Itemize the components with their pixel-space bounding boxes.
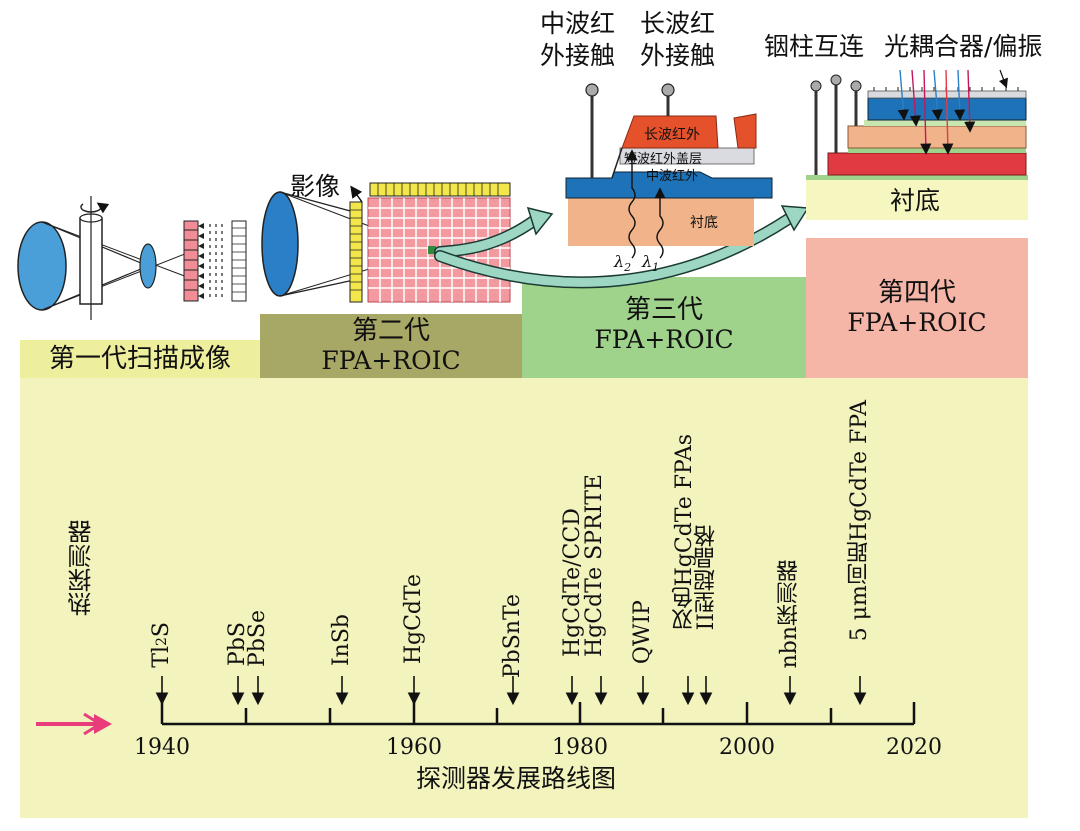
- gen2-image-label: 影像: [290, 172, 341, 201]
- gen1-detector-column: [183, 220, 247, 302]
- gen1-lens-small: [139, 243, 157, 289]
- gen3-lambda2-sub: 2: [624, 261, 632, 275]
- gen1-scanner-illustration: [17, 196, 247, 320]
- event-tl2s-sub: 2: [154, 637, 170, 646]
- year-2020: 2020: [886, 735, 942, 760]
- gen4-red-layer: [827, 152, 1027, 176]
- gen3-lwir-contact-line2: 外接触: [640, 41, 716, 70]
- event-tl2s-after: S: [149, 622, 174, 638]
- gen3-lambda1-sub: 1: [652, 261, 660, 275]
- year-1940: 1940: [134, 735, 190, 760]
- thermal-detector-label: 热探测器: [68, 520, 96, 616]
- event-hgcdte-sprite: HgCdTe SPRITE: [582, 474, 607, 658]
- event-type2-superlattice: II型超晶格: [694, 525, 719, 631]
- gen4-label: 第四代: [877, 278, 956, 308]
- year-1980: 1980: [552, 735, 608, 760]
- gen3-sublabel: FPA+ROIC: [594, 325, 734, 354]
- gen2-band: 第二代 FPA+ROIC: [260, 314, 522, 378]
- gen3-lwir-contact-label: 长波红 外接触: [640, 8, 715, 72]
- gen4-indium-pillars: [810, 74, 862, 175]
- event-nbn: nbn探测器: [777, 560, 802, 669]
- gen3-substrate-label: 衬底: [690, 215, 718, 231]
- gen2-image-arrow: [350, 185, 363, 203]
- gen3-lambda1-symbol: λ: [642, 252, 653, 271]
- gen4-substrate-block: [806, 180, 1028, 220]
- event-hgcdte-ccd-sprite: HgCdTe/CCD HgCdTe SPRITE: [560, 474, 607, 658]
- event-tl2s: Tl2S: [149, 622, 174, 668]
- timeline-event-arrows: [155, 676, 867, 706]
- event-pbsnte: PbSnTe: [500, 594, 525, 679]
- gen4-incoming-rays: [897, 69, 976, 155]
- timeline-title: 探测器发展路线图: [416, 764, 617, 793]
- gen3-substrate: [568, 198, 754, 246]
- gen3-swir-cap-label: 短波红外盖层: [624, 152, 703, 167]
- timeline-axis: [36, 676, 916, 736]
- event-insb: InSb: [329, 614, 354, 667]
- gen3-lwir-contact-line1: 长波红: [640, 9, 716, 38]
- gen1-lens-large: [17, 221, 67, 311]
- gen3-mwir-layer-label: 中波红外: [646, 169, 699, 184]
- gen2-yellow-column: [349, 201, 363, 303]
- timeline-start-arrow: [36, 712, 112, 736]
- year-2000: 2000: [719, 735, 775, 760]
- event-hgcdte: HgCdTe: [401, 574, 426, 665]
- event-5um-pitch: 5 μm间距HgCdTe FPA: [847, 400, 872, 642]
- gen1-label: 第一代扫描成像: [48, 344, 231, 374]
- gen4-substrate-label: 衬底: [890, 186, 941, 215]
- year-1960: 1960: [386, 735, 442, 760]
- event-dualband-t2sl: 双色HgCdTe FPAs II型超晶格: [672, 434, 719, 631]
- gen3-label: 第三代: [624, 295, 703, 325]
- gen3-dualband-illustration: [565, 83, 773, 259]
- gen4-stack-illustration: [806, 69, 1028, 220]
- gen3-lambda1-label: λ1: [642, 252, 659, 274]
- gen4-orange-layer: [847, 125, 1027, 149]
- gen2-lens: [261, 191, 299, 297]
- gen3-band: 第三代 FPA+ROIC: [522, 277, 806, 378]
- gen4-band: 第四代 FPA+ROIC: [806, 238, 1028, 378]
- event-hgcdte-ccd: HgCdTe/CCD: [560, 508, 585, 658]
- gen3-lambda2-symbol: λ: [614, 252, 625, 271]
- gen3-lwir-layer-label: 长波红外: [644, 127, 700, 143]
- gen4-coupler-label: 光耦合器/偏振: [884, 32, 1043, 61]
- gen3-lambda2-label: λ2: [614, 252, 631, 274]
- event-tl2s-main: Tl: [149, 646, 174, 668]
- event-qwip: QWIP: [630, 600, 655, 665]
- gen1-band: 第一代扫描成像: [20, 340, 260, 378]
- gen2-sublabel: FPA+ROIC: [321, 346, 461, 375]
- event-pbse: PbSe: [245, 610, 270, 667]
- timeline-panel: [20, 378, 1028, 818]
- gen3-lwir-layer: [621, 115, 719, 149]
- gen3-mwir-contact-line2: 外接触: [540, 41, 616, 70]
- event-dualband-fpas: 双色HgCdTe FPAs: [672, 434, 697, 631]
- gen4-indium-label: 铟柱互连: [764, 32, 865, 61]
- gen4-sublabel: FPA+ROIC: [847, 308, 987, 337]
- gen2-yellow-row: [369, 182, 511, 197]
- gen2-label: 第二代: [351, 316, 430, 346]
- gen3-mwir-contact-line1: 中波红: [540, 9, 616, 38]
- gen3-mwir-contact-label: 中波红 外接触: [540, 8, 615, 72]
